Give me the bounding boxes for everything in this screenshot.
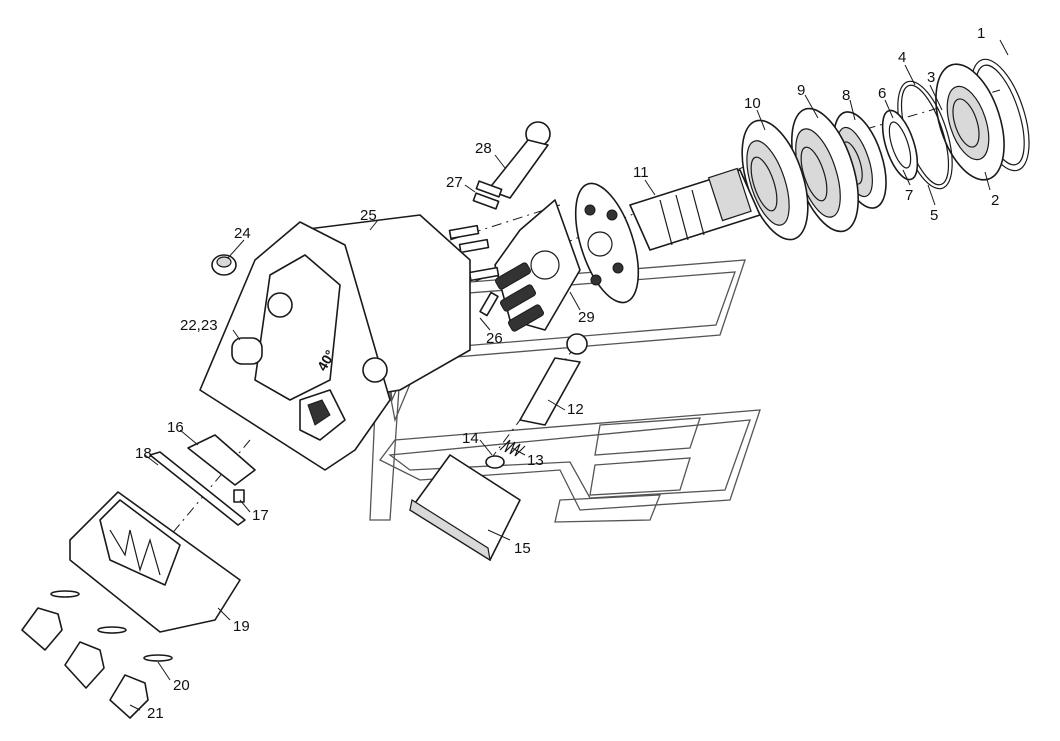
plug-part-22-23 (231, 337, 263, 365)
seal-carrier-part-2-3 (935, 63, 1005, 181)
callout-12: 12 (567, 401, 584, 418)
bearing-part-10 (741, 119, 809, 241)
callout-16: 16 (167, 419, 184, 436)
ring-part-6-7 (881, 109, 919, 181)
leader-lines (129, 39, 1009, 711)
callout-15: 15 (514, 540, 531, 557)
washer-part-14 (485, 455, 505, 469)
piston-part-12 (519, 333, 588, 426)
callout-10: 10 (744, 95, 761, 112)
callout-6: 6 (878, 85, 886, 102)
plug-part-24 (211, 254, 237, 276)
callout-5: 5 (930, 207, 938, 224)
callout-17: 17 (252, 507, 269, 524)
bolts-part-26 (448, 224, 500, 317)
callout-28: 28 (475, 140, 492, 157)
seal-strip-part-18 (149, 451, 246, 526)
retainer-plate-part-29 (494, 199, 581, 332)
callout-7: 7 (905, 187, 913, 204)
cover-part-15 (409, 454, 521, 562)
callout-25: 25 (360, 207, 377, 224)
seal-rings-part-20 (50, 590, 173, 662)
callout-29: 29 (578, 309, 595, 326)
callout-9: 9 (797, 82, 805, 99)
callout-8: 8 (842, 87, 850, 104)
callout-2: 2 (991, 192, 999, 209)
valve-block-part-19 (69, 491, 241, 633)
callout-20: 20 (173, 677, 190, 694)
callout-21: 21 (147, 705, 164, 722)
callout-27: 27 (446, 174, 463, 191)
callout-19: 19 (233, 618, 250, 635)
housing-part-25: 40° (199, 214, 471, 471)
bearing-part-9 (791, 107, 859, 233)
callout-18: 18 (135, 445, 152, 462)
callout-26: 26 (486, 330, 503, 347)
pin-part-17 (233, 489, 245, 503)
callout-3: 3 (927, 69, 935, 86)
callout-11: 11 (633, 164, 649, 181)
callout-4: 4 (898, 49, 906, 66)
callout-13: 13 (527, 452, 544, 469)
callout-22-23: 22,23 (180, 317, 218, 334)
piston-part-28 (487, 121, 551, 199)
callout-labels: 1 2 3 4 5 6 7 8 9 10 11 12 13 14 15 16 1… (135, 25, 999, 722)
gasket-part-16 (187, 434, 256, 486)
drive-shaft-part-11 (574, 167, 761, 304)
fittings-part-21 (21, 607, 149, 719)
callout-14: 14 (462, 430, 479, 447)
spring-part-27 (472, 180, 503, 210)
callout-24: 24 (234, 225, 251, 242)
callout-1: 1 (977, 25, 985, 42)
